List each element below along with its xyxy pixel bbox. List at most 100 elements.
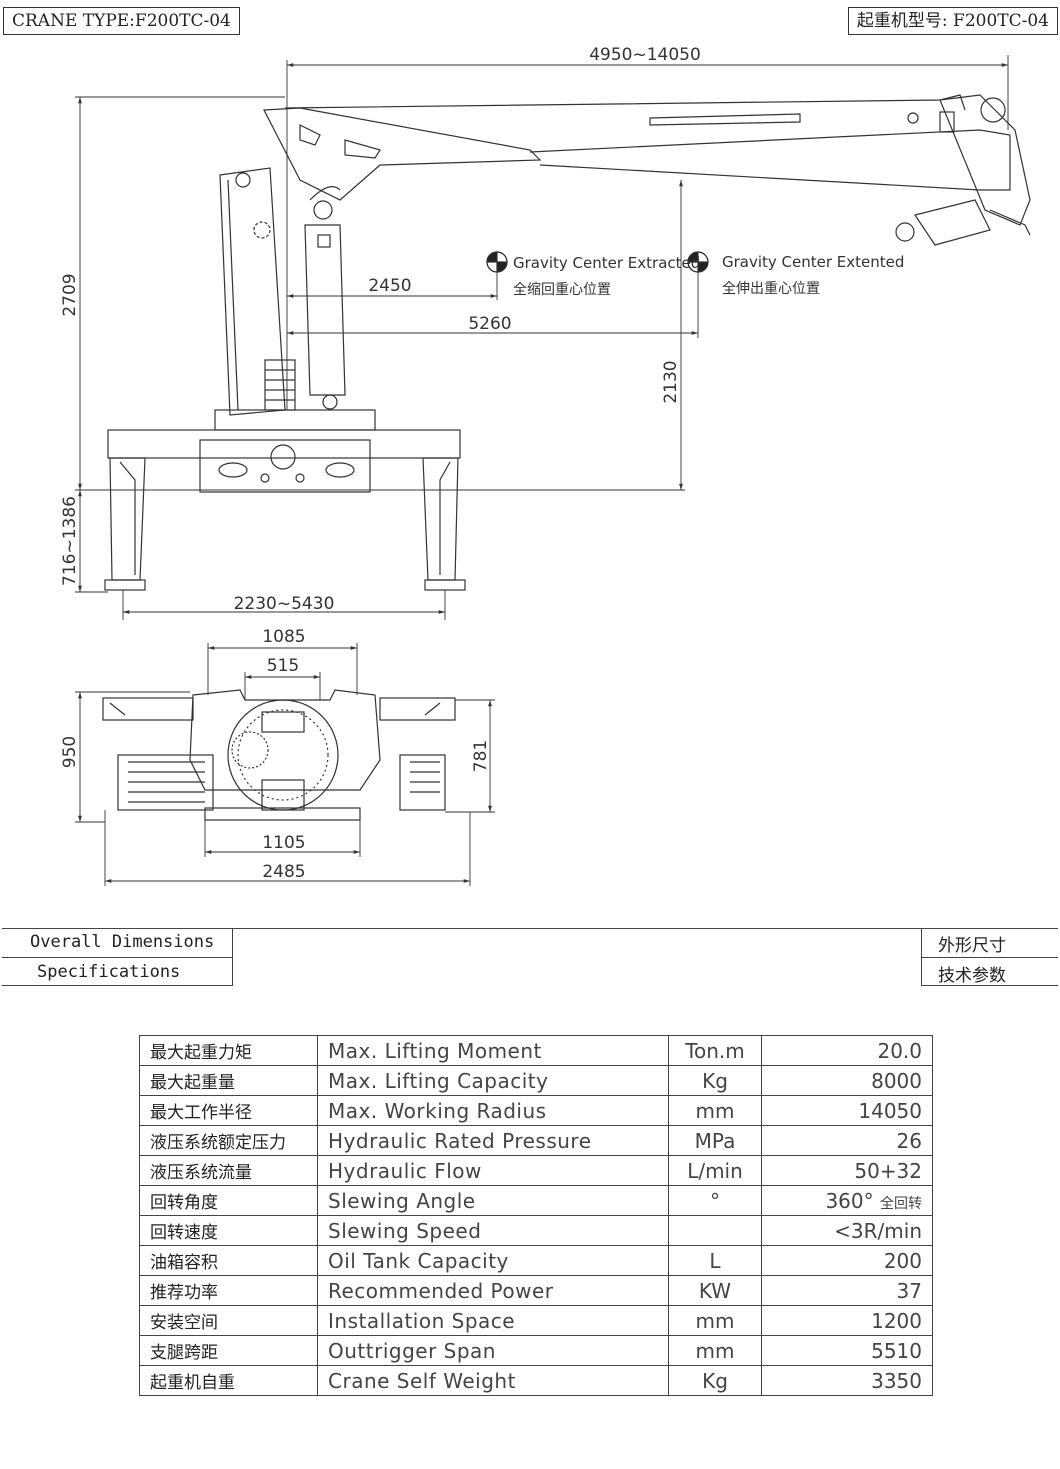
spec-name-zh: 回转角度 (139, 1185, 318, 1216)
spec-name-en: Max. Working Radius (317, 1095, 669, 1126)
spec-name-zh: 油箱容积 (139, 1245, 318, 1276)
spec-unit: Kg (668, 1365, 762, 1396)
crane-type-title: CRANE TYPE:F200TC-04 (3, 7, 240, 35)
spec-value: 8000 (761, 1065, 933, 1096)
spec-name-zh: 安装空间 (139, 1305, 318, 1336)
specifications-zh: 技术参数 (938, 966, 1006, 986)
top-view (102, 689, 456, 821)
outrigger-height-label: 716~1386 (60, 496, 80, 586)
gc-extended-en: Gravity Center Extented (722, 253, 904, 271)
gc-extended-distance-label: 5260 (468, 314, 511, 334)
spec-name-zh: 最大起重量 (139, 1065, 318, 1096)
spec-value: 200 (761, 1245, 933, 1276)
gc-extracted-distance-label: 2450 (368, 276, 411, 296)
gc-extracted-en: Gravity Center Extracted (513, 254, 700, 272)
spec-value-text: 26 (896, 1128, 922, 1153)
spec-unit: Ton.m (668, 1035, 762, 1066)
spec-value-text: 360° (825, 1188, 874, 1213)
spec-unit: mm (668, 1095, 762, 1126)
gravity-center-extended-icon (687, 251, 709, 273)
outrigger-span-label: 2230~5430 (234, 594, 335, 614)
boom-reach-label: 4950~14050 (589, 45, 701, 65)
section-box-left (2, 928, 233, 986)
spec-unit: L/min (668, 1155, 762, 1186)
spec-unit: KW (668, 1275, 762, 1306)
side-view (104, 94, 1031, 591)
spec-value-text: 3350 (871, 1368, 922, 1393)
dim-1105-label: 1105 (262, 833, 305, 853)
spec-name-zh: 回转速度 (139, 1215, 318, 1246)
spec-name-en: Recommended Power (317, 1275, 669, 1306)
spec-unit (668, 1215, 762, 1246)
spec-name-en: Oil Tank Capacity (317, 1245, 669, 1276)
dim-950-label: 950 (60, 736, 80, 768)
spec-name-en: Installation Space (317, 1305, 669, 1336)
spec-value-text: 8000 (871, 1068, 922, 1093)
gravity-center-extracted-icon (486, 251, 508, 273)
spec-name-zh: 推荐功率 (139, 1275, 318, 1306)
spec-name-en: Hydraulic Rated Pressure (317, 1125, 669, 1156)
spec-value: <3R/min (761, 1215, 933, 1246)
spec-value-text: 5510 (871, 1338, 922, 1363)
height-label: 2709 (60, 273, 80, 316)
spec-value-text: 50+32 (854, 1158, 922, 1183)
section-box-right-divider (921, 957, 1058, 958)
spec-name-en: Slewing Angle (317, 1185, 669, 1216)
spec-unit: Kg (668, 1065, 762, 1096)
spec-value: 26 (761, 1125, 933, 1156)
spec-value: 3350 (761, 1365, 933, 1396)
dim-515-label: 515 (267, 656, 299, 676)
section-divider (2, 928, 1058, 929)
spec-name-zh: 液压系统流量 (139, 1155, 318, 1186)
spec-value-text: <3R/min (834, 1218, 922, 1243)
spec-value: 5510 (761, 1335, 933, 1366)
spec-value: 50+32 (761, 1155, 933, 1186)
spec-name-zh: 最大起重力矩 (139, 1035, 318, 1066)
spec-value: 37 (761, 1275, 933, 1306)
spec-value: 14050 (761, 1095, 933, 1126)
spec-unit: ° (668, 1185, 762, 1216)
spec-value-text: 20.0 (877, 1038, 922, 1063)
spec-name-zh: 支腿跨距 (139, 1335, 318, 1366)
spec-value-text: 1200 (871, 1308, 922, 1333)
spec-value-text: 200 (883, 1248, 922, 1273)
overall-dimensions-zh: 外形尺寸 (938, 936, 1006, 956)
spec-name-en: Slewing Speed (317, 1215, 669, 1246)
spec-value: 1200 (761, 1305, 933, 1336)
spec-value-text: 14050 (858, 1098, 922, 1123)
dim-2485-label: 2485 (262, 862, 305, 882)
spec-name-en: Max. Lifting Capacity (317, 1065, 669, 1096)
crane-drawing: 4950~14050 2709 716~1386 2230~5430 2450 … (60, 45, 1031, 886)
spec-value-note: 全回转 (880, 1195, 922, 1212)
overall-dimensions-label: Overall Dimensions (30, 932, 215, 952)
spec-unit: MPa (668, 1125, 762, 1156)
dim-781-label: 781 (471, 740, 491, 772)
spec-name-en: Crane Self Weight (317, 1365, 669, 1396)
dim-1085-label: 1085 (262, 627, 305, 647)
gc-height-label: 2130 (661, 360, 681, 403)
crane-type-title-zh: 起重机型号: F200TC-04 (847, 7, 1058, 35)
specifications-label: Specifications (37, 962, 181, 982)
spec-unit: mm (668, 1305, 762, 1336)
spec-name-en: Max. Lifting Moment (317, 1035, 669, 1066)
spec-name-zh: 液压系统额定压力 (139, 1125, 318, 1156)
spec-name-zh: 起重机自重 (139, 1365, 318, 1396)
spec-value-text: 37 (896, 1278, 922, 1303)
spec-value: 20.0 (761, 1035, 933, 1066)
spec-name-en: Outtrigger Span (317, 1335, 669, 1366)
spec-unit: mm (668, 1335, 762, 1366)
gc-extracted-zh: 全缩回重心位置 (513, 281, 611, 298)
section-box-left-divider (2, 957, 232, 958)
